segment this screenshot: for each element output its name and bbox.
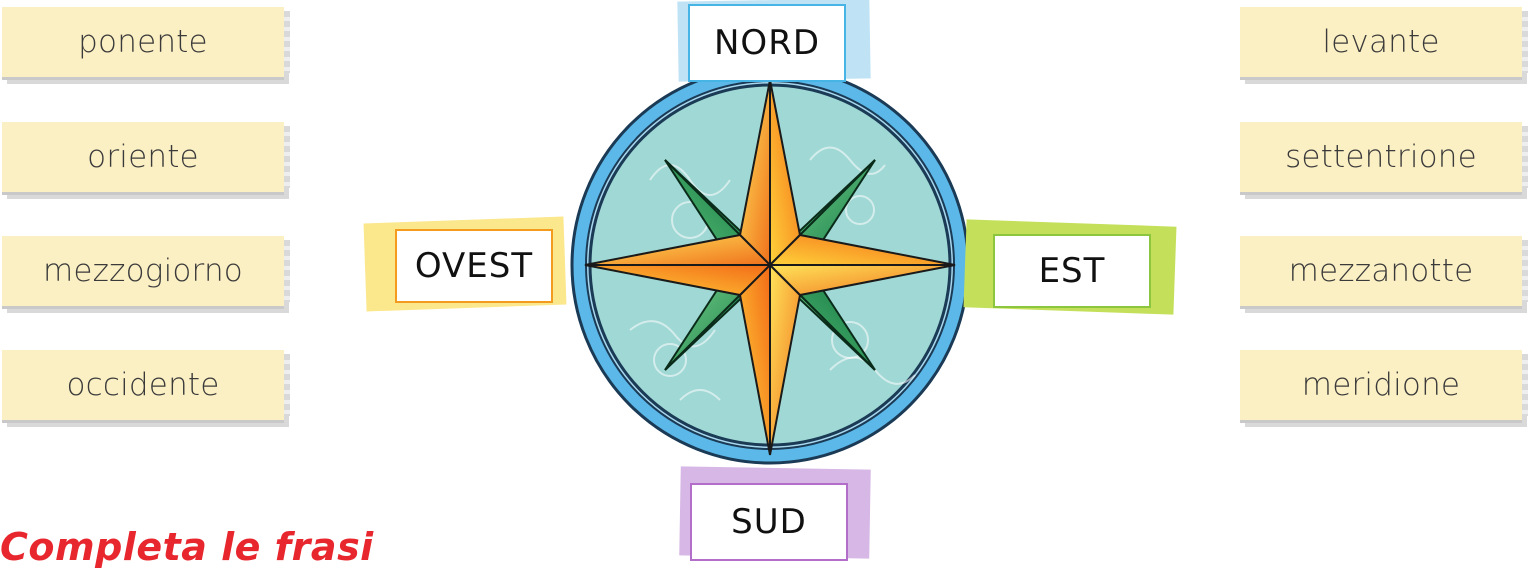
word-card-oriente[interactable]: oriente [2, 122, 284, 195]
word-card-mezzanotte[interactable]: mezzanotte [1240, 236, 1522, 309]
word-card-levante[interactable]: levante [1240, 7, 1522, 80]
word-card-ponente[interactable]: ponente [2, 7, 284, 80]
section-heading: Completa le frasi [0, 525, 374, 569]
word-card-meridione[interactable]: meridione [1240, 350, 1522, 423]
word-card-occidente[interactable]: occidente [2, 350, 284, 423]
south-label[interactable]: SUD [690, 483, 848, 561]
word-card-mezzogiorno[interactable]: mezzogiorno [2, 236, 284, 309]
compass-rose-icon [560, 70, 980, 490]
west-label[interactable]: OVEST [395, 229, 553, 303]
word-card-settentrione[interactable]: settentrione [1240, 122, 1522, 195]
north-label[interactable]: NORD [688, 4, 846, 82]
east-label[interactable]: EST [993, 234, 1151, 308]
